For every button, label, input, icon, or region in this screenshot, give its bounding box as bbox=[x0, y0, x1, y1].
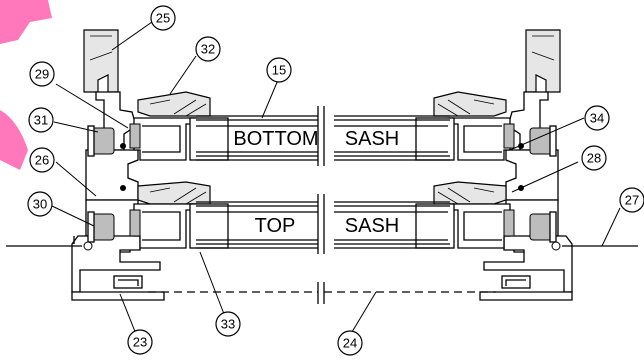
watermark bbox=[0, 0, 52, 170]
svg-text:31: 31 bbox=[34, 113, 48, 128]
callout-25: 25 bbox=[150, 5, 176, 31]
bottom-sash-label-right: SASH bbox=[345, 128, 399, 150]
svg-text:24: 24 bbox=[343, 336, 357, 351]
callout-leaders bbox=[51, 21, 621, 335]
svg-text:33: 33 bbox=[221, 317, 235, 332]
callout-34: 34 bbox=[584, 105, 610, 131]
callout-31: 31 bbox=[28, 107, 54, 133]
svg-text:23: 23 bbox=[133, 335, 147, 350]
right-jamb bbox=[415, 29, 573, 301]
bottom-sash-label-left: BOTTOM bbox=[233, 128, 318, 150]
svg-text:32: 32 bbox=[201, 42, 215, 57]
top-sash-glass bbox=[196, 201, 450, 249]
callout-27: 27 bbox=[619, 187, 644, 213]
top-sash-label-left: TOP bbox=[255, 215, 296, 237]
svg-text:29: 29 bbox=[35, 67, 49, 82]
callout-15: 15 bbox=[266, 57, 292, 83]
svg-text:25: 25 bbox=[156, 11, 170, 26]
bottom-sash-glass bbox=[196, 115, 450, 161]
callout-26: 26 bbox=[29, 147, 55, 173]
svg-text:34: 34 bbox=[590, 111, 604, 126]
left-top-sash bbox=[129, 181, 229, 249]
left-bottom-sash bbox=[129, 91, 229, 161]
svg-text:30: 30 bbox=[33, 197, 47, 212]
svg-text:28: 28 bbox=[587, 151, 601, 166]
svg-text:26: 26 bbox=[35, 153, 49, 168]
callout-32: 32 bbox=[195, 36, 221, 62]
callout-33: 33 bbox=[215, 311, 241, 337]
top-sash-label-right: SASH bbox=[345, 215, 399, 237]
break-lines bbox=[317, 106, 325, 304]
callout-28: 28 bbox=[581, 145, 607, 171]
callout-24: 24 bbox=[337, 330, 363, 356]
callout-23: 23 bbox=[127, 329, 153, 355]
svg-text:27: 27 bbox=[625, 193, 639, 208]
svg-text:15: 15 bbox=[272, 63, 286, 78]
callout-30: 30 bbox=[27, 191, 53, 217]
callout-29: 29 bbox=[29, 61, 55, 87]
left-jamb bbox=[71, 29, 165, 301]
